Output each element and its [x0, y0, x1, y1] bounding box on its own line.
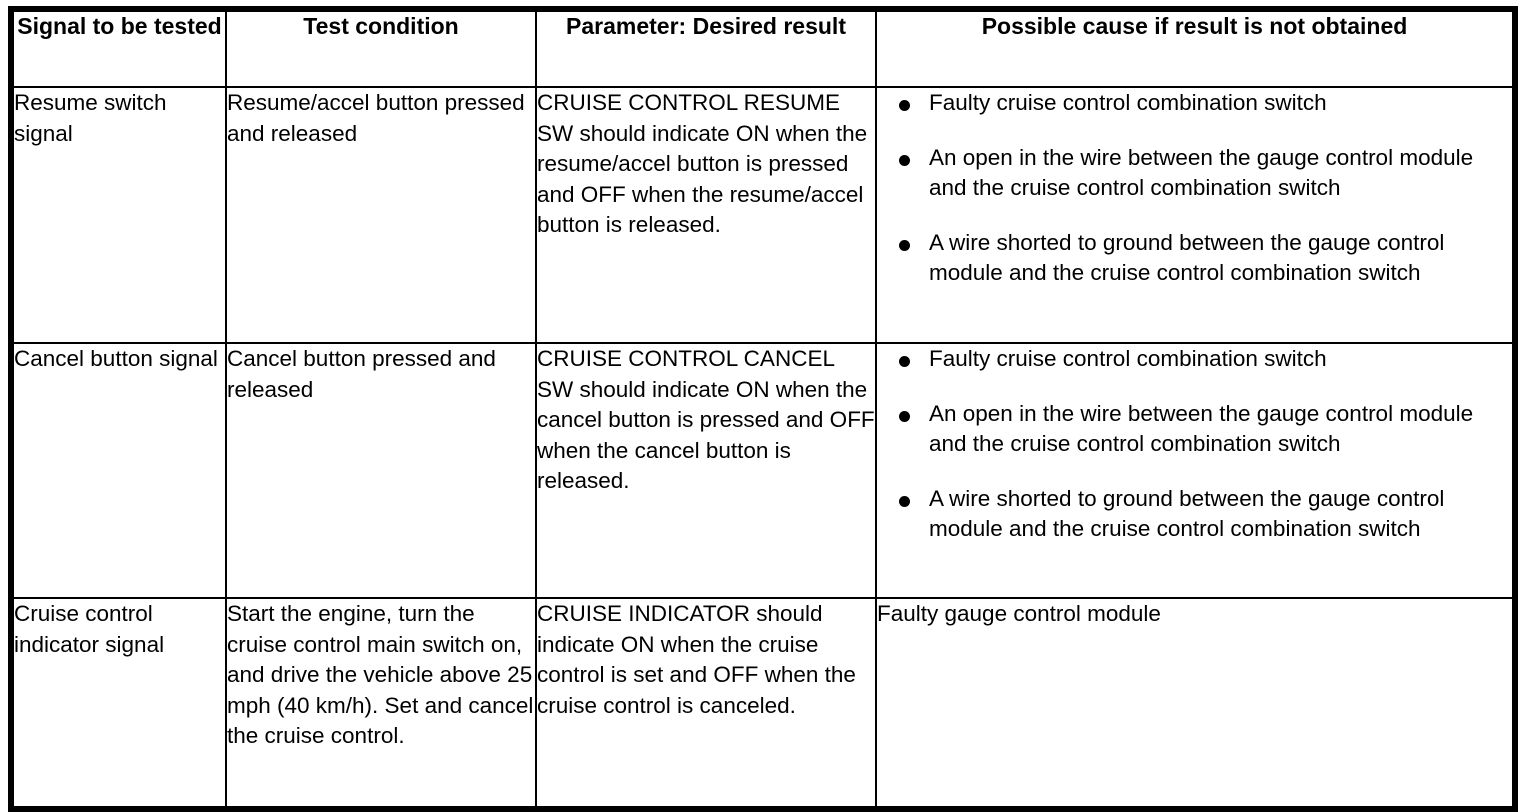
cell-possible-cause: Faulty gauge control module	[875, 597, 1516, 810]
table-body: Resume switch signal Resume/accel button…	[10, 86, 1516, 810]
list-item: An open in the wire between the gauge co…	[877, 143, 1512, 204]
bullet-icon	[899, 154, 910, 166]
table-row: Cruise control indicator signal Start th…	[10, 597, 1516, 810]
column-header-test-condition: Test condition	[225, 8, 537, 88]
column-header-parameter-label: Parameter: Desired result	[566, 13, 846, 39]
cell-possible-cause: Faulty cruise control combination switch…	[875, 342, 1516, 599]
diagnostic-signal-table: Signal to be tested Test condition Param…	[8, 6, 1518, 812]
header-row: Signal to be tested Test condition Param…	[10, 8, 1516, 88]
list-item: A wire shorted to ground between the gau…	[877, 228, 1512, 289]
cell-test-condition: Cancel button pressed and released	[225, 342, 537, 599]
cell-signal: Resume switch signal	[10, 86, 227, 344]
possible-cause-text: Faulty gauge control module	[877, 601, 1161, 626]
possible-cause-list: Faulty cruise control combination switch…	[877, 344, 1512, 545]
column-header-signal: Signal to be tested	[10, 8, 227, 88]
list-item-label: An open in the wire between the gauge co…	[929, 144, 1474, 201]
column-header-parameter: Parameter: Desired result	[535, 8, 877, 88]
list-item: Faulty cruise control combination switch	[877, 344, 1512, 375]
list-item: An open in the wire between the gauge co…	[877, 399, 1512, 460]
table-row: Cancel button signal Cancel button press…	[10, 342, 1516, 599]
cell-possible-cause: Faulty cruise control combination switch…	[875, 86, 1516, 344]
bullet-icon	[899, 239, 910, 251]
bullet-icon	[899, 495, 910, 507]
cell-parameter: CRUISE CONTROL CANCEL SW should indicate…	[535, 342, 877, 599]
cell-signal: Cruise control indicator signal	[10, 597, 227, 810]
list-item-label: Faulty cruise control combination switch	[929, 346, 1327, 371]
list-item: Faulty cruise control combination switch	[877, 88, 1512, 119]
list-item-label: An open in the wire between the gauge co…	[929, 400, 1474, 457]
bullet-icon	[899, 356, 910, 367]
list-item-label: A wire shorted to ground between the gau…	[929, 485, 1445, 542]
table-header: Signal to be tested Test condition Param…	[10, 8, 1516, 88]
column-header-test-condition-label: Test condition	[303, 13, 459, 39]
list-item: A wire shorted to ground between the gau…	[877, 484, 1512, 545]
bullet-icon	[899, 100, 910, 111]
table-row: Resume switch signal Resume/accel button…	[10, 86, 1516, 344]
possible-cause-list: Faulty cruise control combination switch…	[877, 88, 1512, 289]
list-item-label: Faulty cruise control combination switch	[929, 90, 1327, 115]
cell-signal: Cancel button signal	[10, 342, 227, 599]
cell-test-condition: Resume/accel button pressed and released	[225, 86, 537, 344]
column-header-possible-cause-label: Possible cause if result is not obtained	[981, 13, 1408, 39]
cell-test-condition: Start the engine, turn the cruise contro…	[225, 597, 537, 810]
column-header-signal-label: Signal to be tested	[17, 13, 222, 39]
column-header-possible-cause: Possible cause if result is not obtained	[875, 8, 1516, 88]
bullet-icon	[899, 410, 910, 422]
cell-parameter: CRUISE CONTROL RESUME SW should indicate…	[535, 86, 877, 344]
list-item-label: A wire shorted to ground between the gau…	[929, 229, 1445, 286]
cell-parameter: CRUISE INDICATOR should indicate ON when…	[535, 597, 877, 810]
